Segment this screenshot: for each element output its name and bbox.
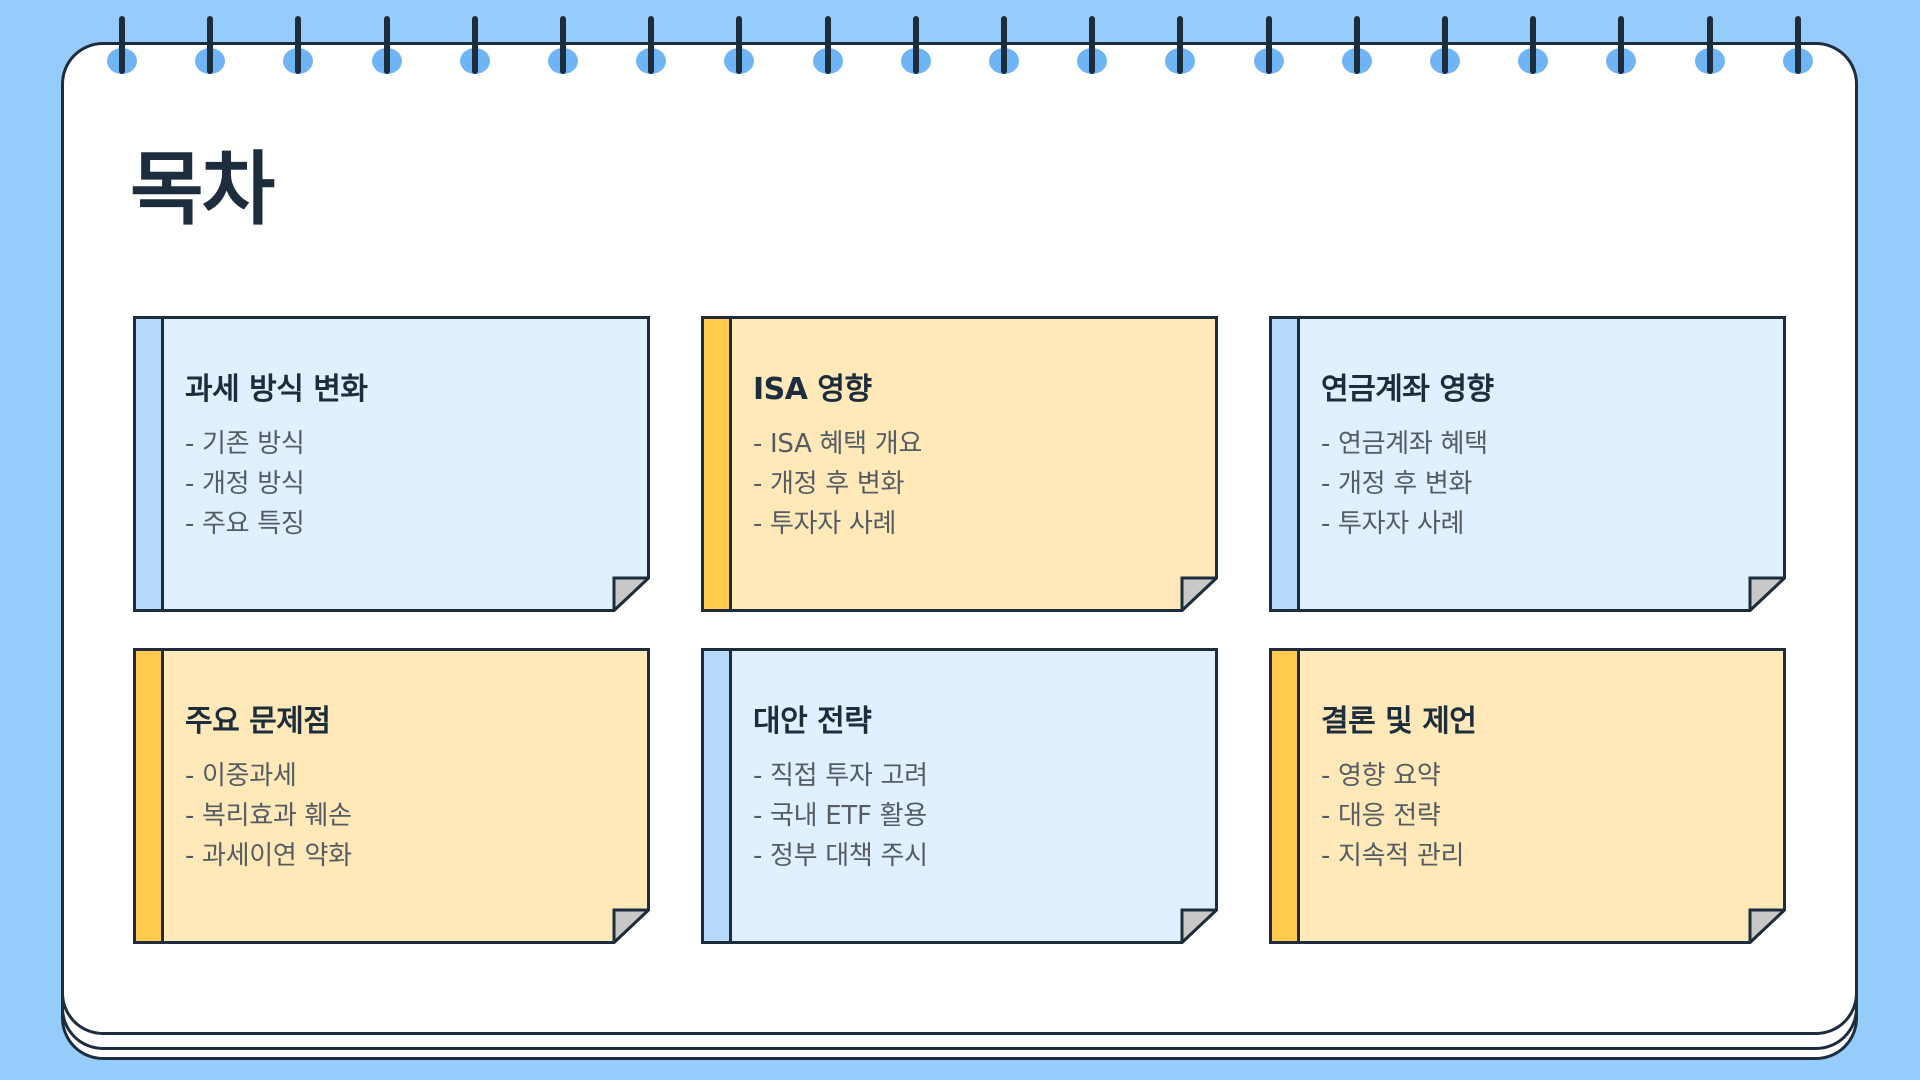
spiral-ring <box>1253 16 1284 74</box>
card-item: - 복리효과 훼손 <box>185 801 352 831</box>
toc-card[interactable]: 주요 문제점 - 이중과세 - 복리효과 훼손 - 과세이연 약화 <box>133 648 650 944</box>
spiral-ring <box>1694 16 1725 74</box>
card-item-list: - ISA 혜택 개요 - 개정 후 변화 - 투자자 사례 <box>753 424 1178 544</box>
card-item: - 이중과세 <box>185 761 297 791</box>
card-item: - ISA 혜택 개요 <box>753 429 922 459</box>
card-item-list: - 연금계좌 혜택 - 개정 후 변화 - 투자자 사례 <box>1321 424 1746 544</box>
sticky-note-shape <box>133 316 650 612</box>
spiral-ring <box>900 16 931 74</box>
sticky-note-shape <box>701 648 1218 944</box>
spiral-ring <box>1606 16 1637 74</box>
card-title: 연금계좌 영향 <box>1321 372 1494 407</box>
card-item: - 주요 특징 <box>185 509 305 539</box>
sticky-note-shape <box>1269 316 1786 612</box>
card-item: - 직접 투자 고려 <box>753 761 928 791</box>
spiral-ring <box>371 16 402 74</box>
spiral-ring <box>1782 16 1813 74</box>
card-item: - 개정 방식 <box>185 469 305 499</box>
card-title: ISA 영향 <box>753 372 872 407</box>
page-title: 목차 <box>130 143 275 236</box>
spiral-ring <box>989 16 1019 74</box>
card-item: - 연금계좌 혜택 <box>1321 429 1488 459</box>
sticky-note-shape <box>1269 648 1786 944</box>
toc-card[interactable]: 대안 전략 - 직접 투자 고려 - 국내 ETF 활용 - 정부 대책 주시 <box>701 648 1218 944</box>
card-title: 결론 및 제언 <box>1321 704 1477 739</box>
card-item-list: - 기존 방식 - 개정 방식 - 주요 특징 <box>185 424 610 544</box>
card-item: - 영향 요약 <box>1321 761 1441 791</box>
card-item: - 국내 ETF 활용 <box>753 801 927 831</box>
card-item: - 정부 대책 주시 <box>753 841 928 871</box>
card-item: - 기존 방식 <box>185 429 305 459</box>
card-item: - 개정 후 변화 <box>1321 469 1473 499</box>
spiral-ring <box>283 16 314 74</box>
card-item: - 개정 후 변화 <box>753 469 905 499</box>
toc-card[interactable]: ISA 영향 - ISA 혜택 개요 - 개정 후 변화 - 투자자 사례 <box>701 316 1218 612</box>
card-item-list: - 직접 투자 고려 - 국내 ETF 활용 - 정부 대책 주시 <box>753 756 1178 876</box>
spiral-ring <box>459 16 490 74</box>
sticky-note-shape <box>701 316 1218 612</box>
card-item: - 대응 전략 <box>1321 801 1441 831</box>
spiral-ring <box>1077 16 1108 74</box>
toc-card[interactable]: 연금계좌 영향 - 연금계좌 혜택 - 개정 후 변화 - 투자자 사례 <box>1269 316 1786 612</box>
spiral-ring <box>724 16 755 74</box>
spiral-ring <box>1165 16 1196 74</box>
spiral-ring <box>195 16 226 74</box>
card-title: 과세 방식 변화 <box>185 372 368 407</box>
card-title: 대안 전략 <box>753 704 872 739</box>
spiral-ring <box>1341 16 1372 74</box>
toc-card[interactable]: 과세 방식 변화 - 기존 방식 - 개정 방식 - 주요 특징 <box>133 316 650 612</box>
spiral-ring <box>107 16 137 74</box>
spiral-ring <box>1430 16 1460 74</box>
card-item-list: - 이중과세 - 복리효과 훼손 - 과세이연 약화 <box>185 756 610 876</box>
toc-card[interactable]: 결론 및 제언 - 영향 요약 - 대응 전략 - 지속적 관리 <box>1269 648 1786 944</box>
card-item: - 투자자 사례 <box>1321 509 1465 539</box>
card-item-list: - 영향 요약 - 대응 전략 - 지속적 관리 <box>1321 756 1746 876</box>
card-item: - 투자자 사례 <box>753 509 897 539</box>
spiral-ring <box>812 16 843 74</box>
card-title: 주요 문제점 <box>185 704 331 739</box>
sticky-note-shape <box>133 648 650 944</box>
spiral-ring <box>636 16 667 74</box>
card-item: - 지속적 관리 <box>1321 841 1465 871</box>
card-item: - 과세이연 약화 <box>185 841 352 871</box>
spiral-ring <box>1518 16 1549 74</box>
spiral-ring <box>548 16 578 74</box>
